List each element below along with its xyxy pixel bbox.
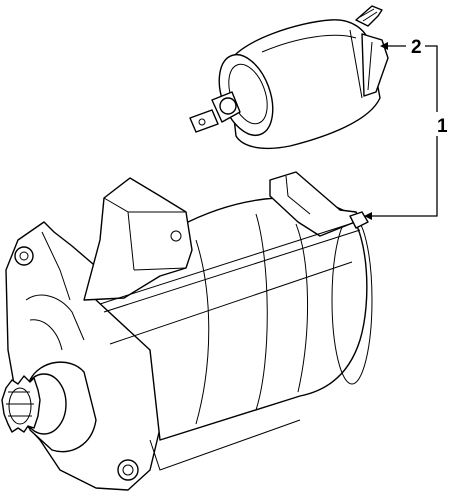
starter-motor-part[interactable] xyxy=(1,171,373,491)
bolt-hole-top xyxy=(14,246,34,266)
callout-1[interactable]: 1 xyxy=(437,116,448,137)
arrow-head-2 xyxy=(380,42,388,50)
arrow-head-1 xyxy=(364,212,372,220)
solenoid-part[interactable] xyxy=(189,5,389,150)
bolt-hole-bottom xyxy=(117,459,139,481)
callout-leader-lines xyxy=(364,42,438,220)
callout-2[interactable]: 2 xyxy=(411,37,422,58)
